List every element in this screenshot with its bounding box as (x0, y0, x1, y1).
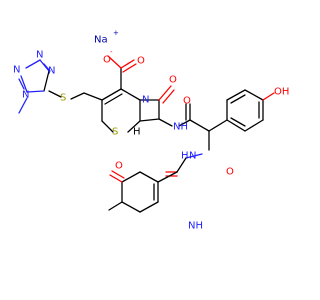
amide-nh-left-h: H (181, 151, 189, 162)
tetrazole-n1: N (36, 50, 43, 61)
carboxylate-group (107, 55, 137, 90)
carboxylate-o-double: O (137, 56, 145, 67)
pyridone-amide-o: O (226, 167, 234, 178)
carboxylate-o-minus: - (110, 48, 113, 56)
tetrazole-n3: N (22, 90, 29, 101)
thioether-link (48, 90, 103, 101)
sodium-charge: + (113, 29, 119, 37)
pyridone-o: O (115, 161, 123, 172)
molecule-diagram: Na + O - O O N S H S N N N N NH O H N O … (13, 29, 289, 232)
beta-lactam-ring (139, 85, 175, 122)
tetrazole-ring (18, 59, 51, 114)
ring-n: N (142, 95, 149, 106)
phenol-ring (226, 89, 275, 132)
tetrazole-n2: N (13, 65, 20, 76)
tetrazole-n4: N (48, 66, 55, 77)
stereo-h: H (133, 127, 141, 138)
amide-chain (158, 103, 228, 159)
dihydrothiazine-ring (101, 88, 141, 133)
lactam-o: O (169, 75, 177, 86)
pyridone-amide (108, 157, 187, 213)
ring-nh: NH (188, 221, 203, 232)
carboxylate-o-single: O (103, 55, 111, 66)
structure-svg: Na + O - O O N S H S N N N N NH O H N O … (13, 29, 289, 232)
hydroxyl-label: OH (274, 87, 289, 98)
atom-labels: Na + O - O O N S H S N N N N NH O H N O … (13, 29, 289, 232)
thio-s: S (60, 93, 66, 104)
amide-nh-n: N (189, 151, 196, 162)
amide-nh: NH (173, 122, 188, 133)
amide-o: O (183, 96, 191, 107)
ring-s: S (112, 127, 118, 138)
sodium-label: Na (94, 35, 108, 46)
